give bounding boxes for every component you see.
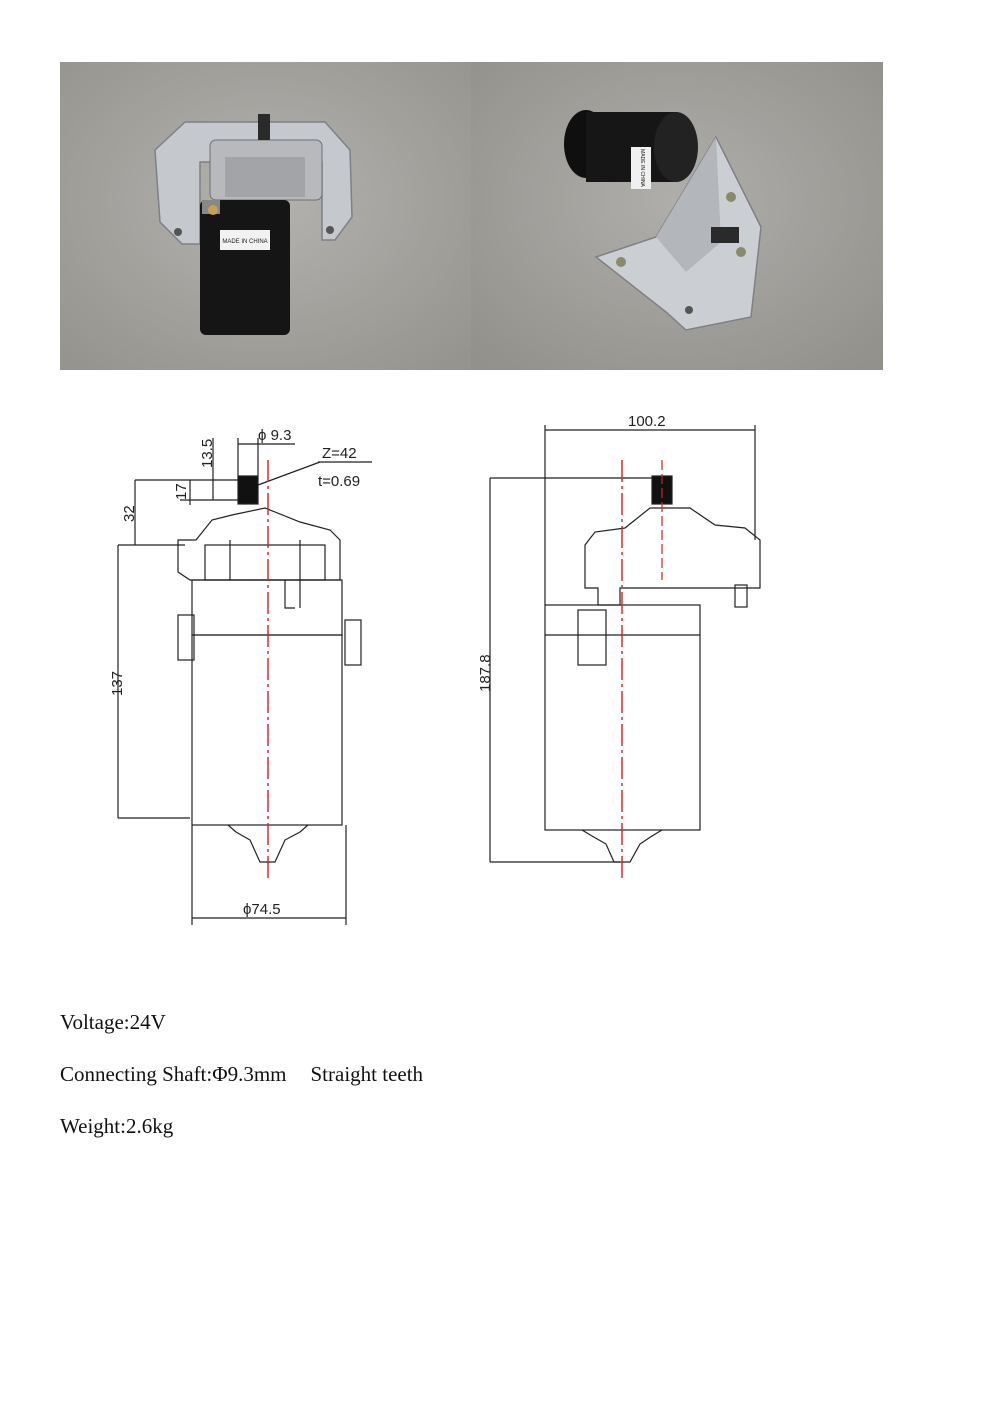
dim-tooth-count: Z=42 [322, 445, 357, 462]
photo-label-text: MADE IN CHINA [222, 239, 267, 245]
drawing-side-view [489, 425, 761, 863]
photo-label-text-2: MADE IN CHINA [639, 149, 645, 187]
motor-photo-angled: MADE IN CHINA [471, 62, 883, 370]
dim-body-diameter: ϕ74.5 [243, 901, 281, 918]
dim-shaft-diameter: ϕ 9.3 [258, 427, 291, 444]
dim-total-height: 187.8 [477, 654, 494, 692]
motor-photo-front: MADE IN CHINA [60, 62, 471, 370]
spec-shaft: Connecting Shaft:Φ9.3mm Straight teeth [60, 1062, 423, 1087]
spec-voltage: Voltage:24V [60, 1010, 166, 1034]
spec-shaft-teeth: Straight teeth [310, 1062, 424, 1086]
drawing-front-view [117, 438, 372, 925]
dim-shaft-height: 13.5 [199, 439, 216, 468]
dim-body-height: 137 [109, 671, 126, 696]
dim-top: 32 [121, 505, 138, 522]
spec-weight: Weight:2.6kg [60, 1114, 174, 1138]
dim-spline: 17 [173, 483, 190, 500]
dim-tooth-thickness: t=0.69 [318, 473, 360, 490]
technical-drawings: 13.5 ϕ 9.3 Z=42 t=0.69 17 32 137 ϕ74.5 1… [109, 413, 761, 925]
spec-shaft-diameter: Connecting Shaft:Φ9.3mm [60, 1062, 287, 1086]
dim-width: 100.2 [628, 413, 666, 430]
